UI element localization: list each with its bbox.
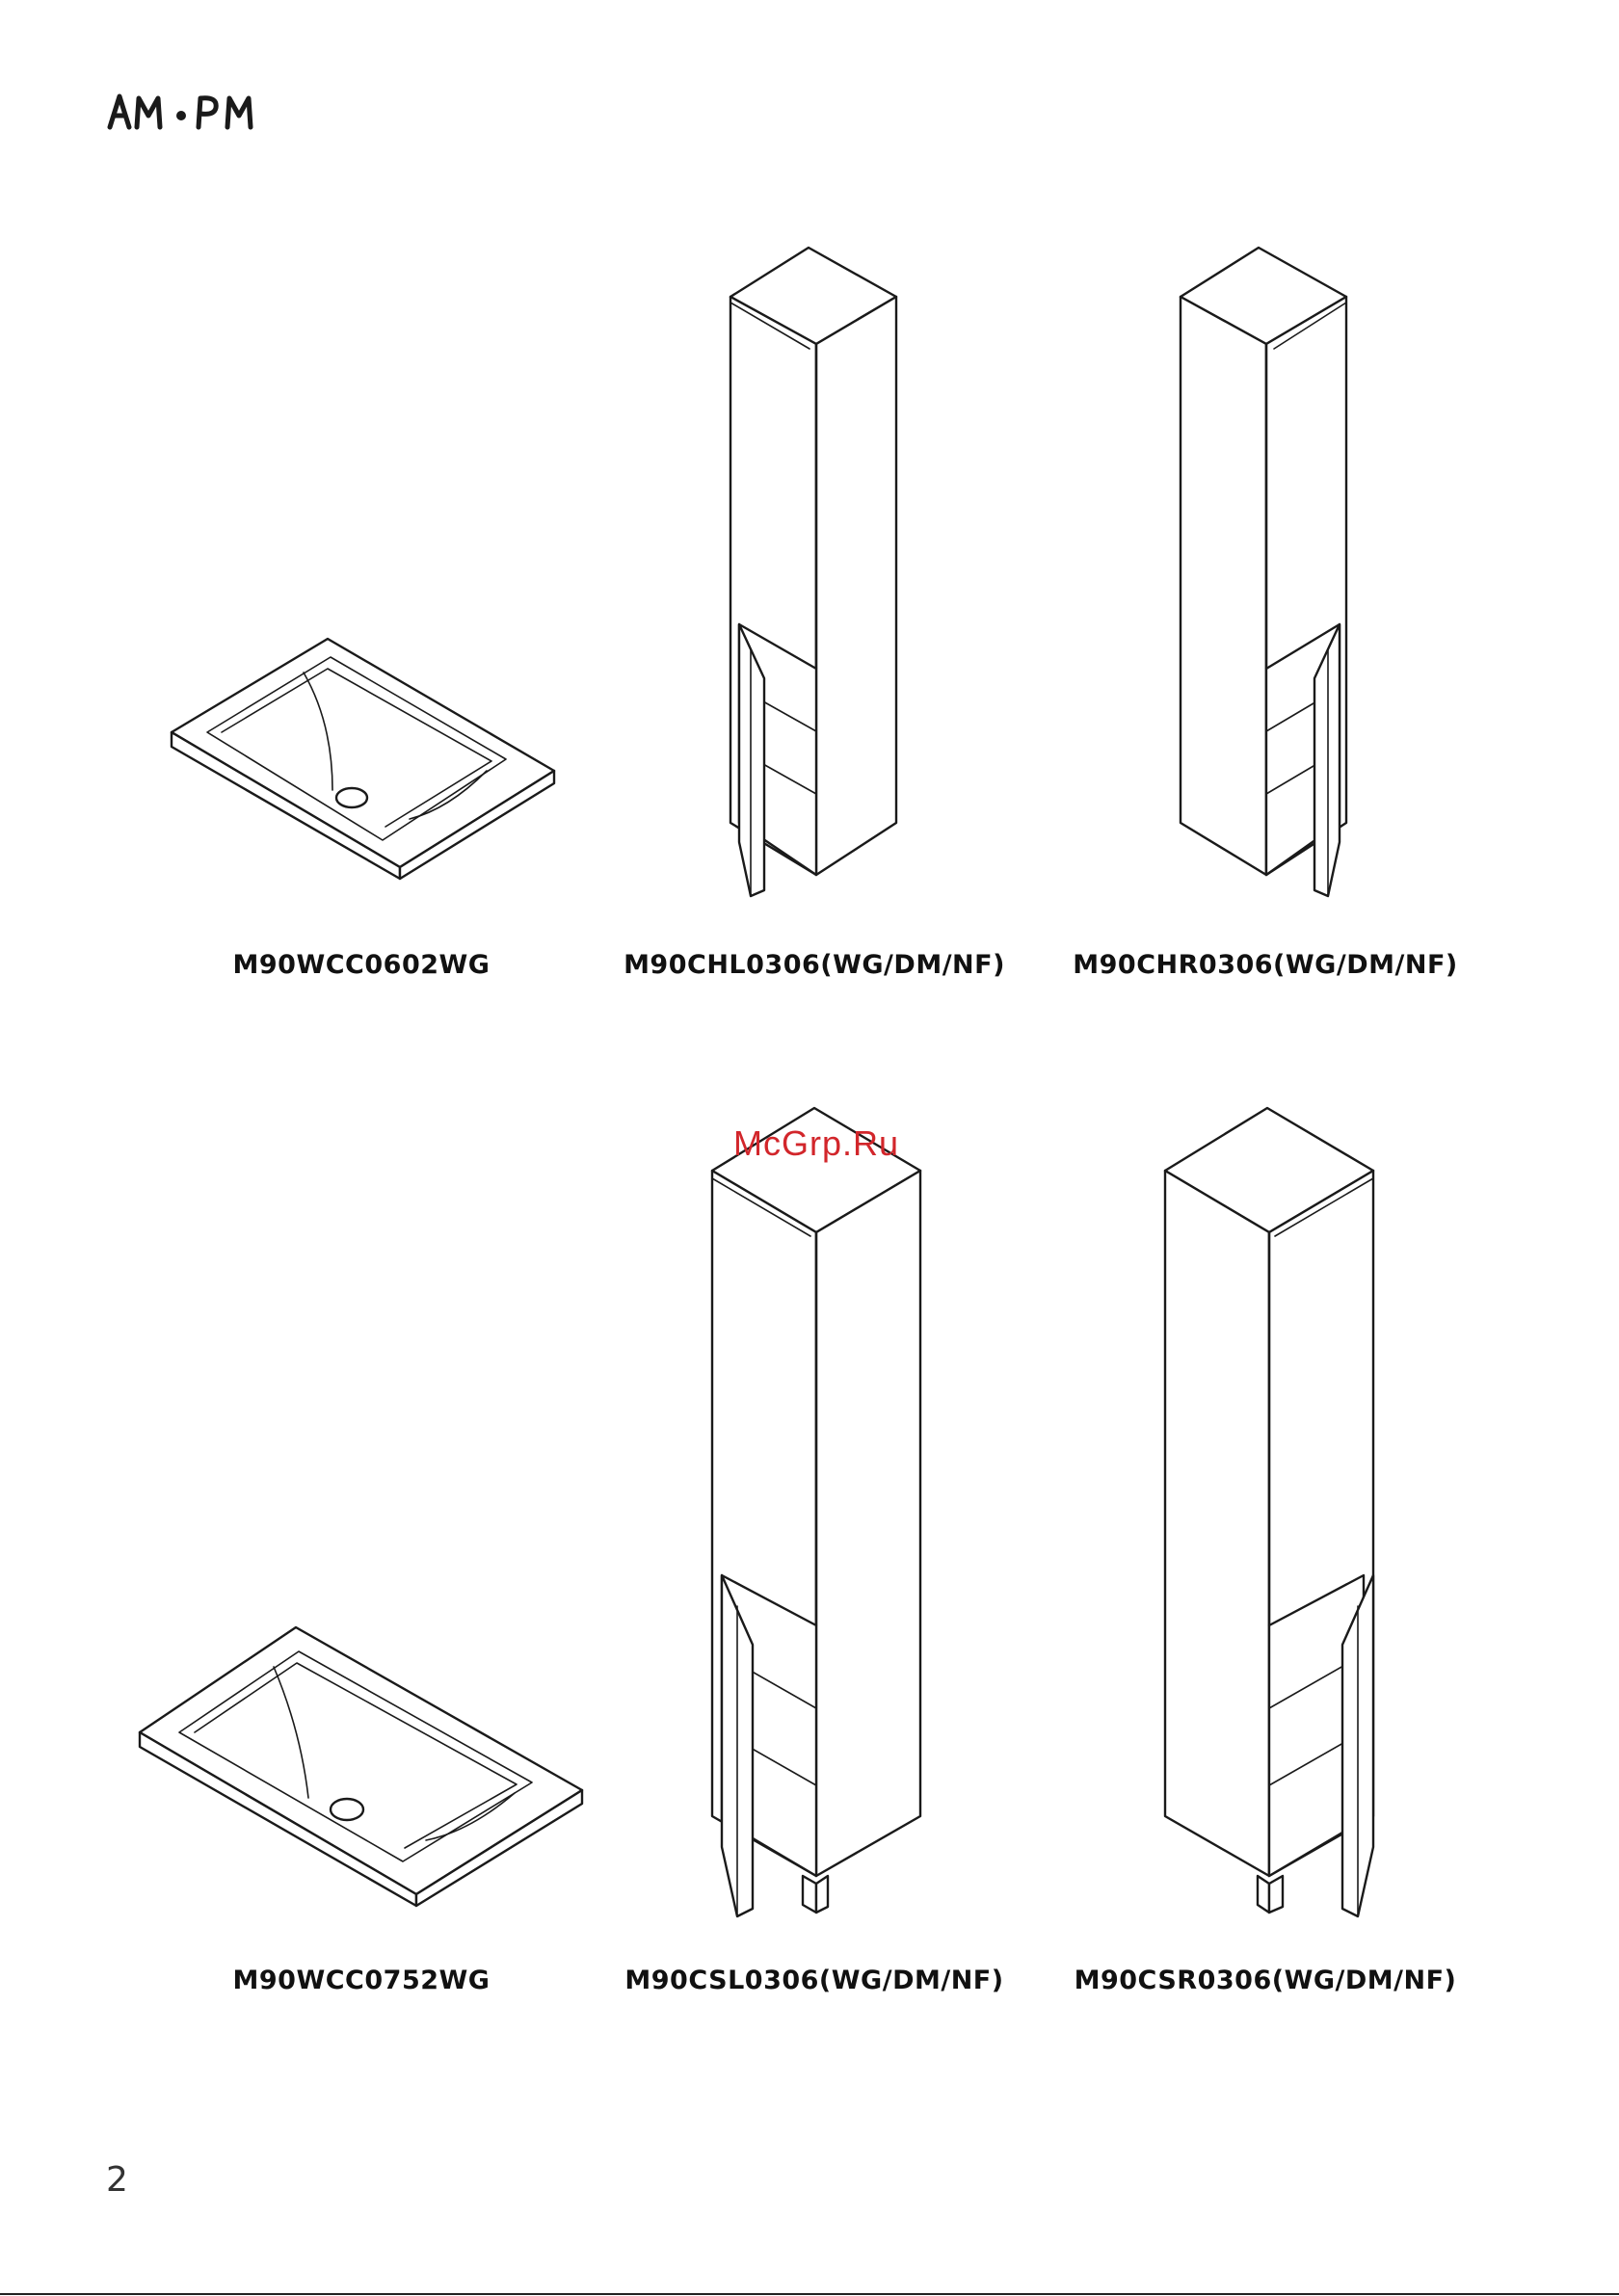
- cabinet-with-legs-right-illustration: [1161, 1105, 1378, 1924]
- washbasin-0752-illustration: [137, 1624, 590, 1904]
- product-code: M90CHR0306(WG/DM/NF): [1039, 950, 1492, 980]
- product-code: M90CSR0306(WG/DM/NF): [1039, 1966, 1492, 1995]
- ampm-logo: [106, 83, 279, 141]
- product-code: M90WCC0602WG: [135, 950, 588, 980]
- product-code: M90CSL0306(WG/DM/NF): [588, 1966, 1041, 1995]
- product-code: M90CHL0306(WG/DM/NF): [588, 950, 1041, 980]
- cabinet-with-legs-left-illustration: [708, 1105, 925, 1924]
- footer-divider: [0, 2293, 1619, 2295]
- watermark: McGrp.Ru: [715, 1123, 917, 1164]
- page-number: 2: [106, 2160, 128, 2200]
- washbasin-0602-illustration: [169, 636, 564, 882]
- product-code: M90WCC0752WG: [135, 1966, 588, 1995]
- tall-cabinet-right-illustration: [1178, 245, 1351, 900]
- tall-cabinet-left-illustration: [728, 245, 901, 900]
